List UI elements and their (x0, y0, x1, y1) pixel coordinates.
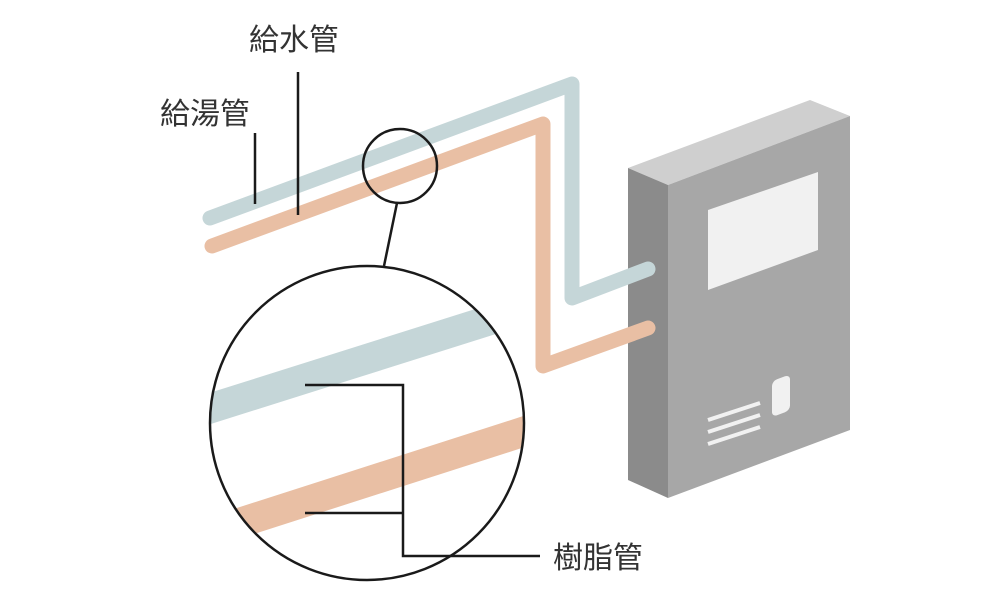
heater-top (628, 100, 850, 185)
magnifier-connector (382, 202, 399, 267)
water-heater-icon (628, 100, 850, 498)
hot-water-pipe-label: 給湯管 (160, 97, 250, 132)
heater-display-panel (708, 172, 818, 290)
resin-pipe-label: 樹脂管 (553, 541, 643, 576)
water-supply-pipe (202, 76, 656, 306)
zoom-circle (208, 264, 526, 582)
heater-button (772, 375, 790, 416)
magnifier-circle (361, 127, 439, 205)
hot-water-pipe (204, 116, 656, 374)
heater-vent-lines (707, 401, 761, 446)
resin-pipe-leader (305, 383, 540, 558)
water-pipe-label: 給水管 (249, 23, 339, 58)
